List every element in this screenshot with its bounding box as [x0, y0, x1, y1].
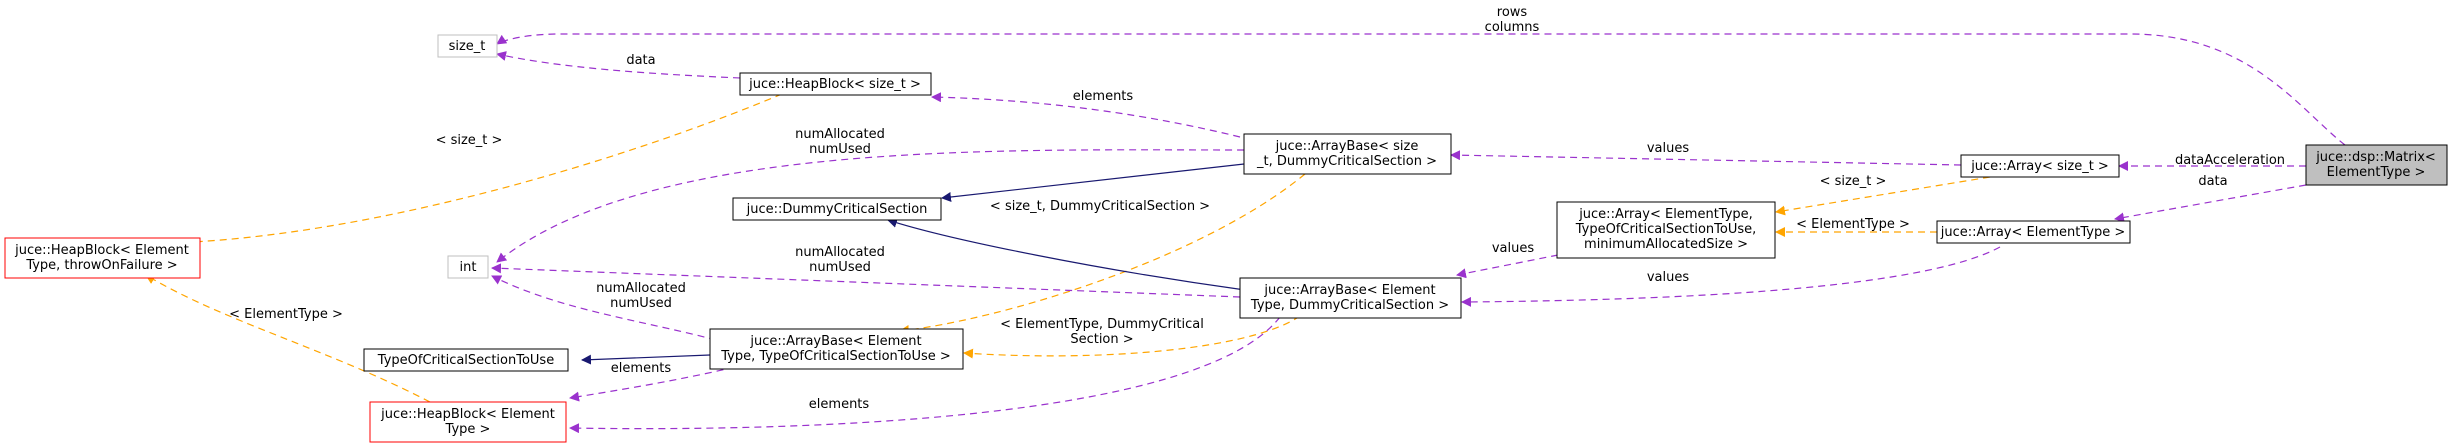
node-array-elementtype[interactable]: juce::Array< ElementType >: [1936, 220, 2131, 244]
label-elements-heapblock-size-t: elements: [1073, 89, 1134, 104]
edge-arraybase-tocs-to-typeofcs: [581, 354, 711, 365]
edge-arraybase-size-t-to-heapblock: [931, 92, 1241, 138]
svg-text:juce::Array< size_t >: juce::Array< size_t >: [1970, 159, 2109, 174]
edge-array-full-to-arraybase: [1456, 254, 1559, 279]
label-data-acceleration: dataAcceleration: [2175, 153, 2285, 168]
edge-template-arraybase-elementtype: [963, 315, 1301, 359]
node-array-elementtype-full[interactable]: juce::Array< ElementType,TypeOfCriticalS…: [1556, 201, 1776, 259]
node-typeofcs[interactable]: TypeOfCriticalSectionToUse: [363, 348, 569, 372]
label-data-heapblock-size-t: data: [626, 53, 655, 68]
label-data-matrix: data: [2198, 174, 2227, 189]
edge-arraybase-element-dummy-to-dummy: [887, 218, 1246, 291]
node-array-size-t[interactable]: juce::Array< size_t >: [1960, 154, 2120, 178]
svg-text:juce::ArrayBase< ElementType,: juce::ArrayBase< ElementType, TypeOfCrit…: [720, 334, 951, 364]
label-template-array-size-t: < size_t >: [1820, 174, 1887, 189]
nodes: juce::dsp::Matrix<ElementType > juce::Ar…: [4, 34, 2448, 443]
svg-text:juce::dsp::Matrix<ElementType: juce::dsp::Matrix<ElementType >: [2315, 150, 2436, 180]
svg-text:juce::ArrayBase< size_t, Dummy: juce::ArrayBase< size_t, DummyCriticalSe…: [1256, 139, 1437, 169]
svg-text:int: int: [460, 260, 477, 275]
edge-heapblock-to-size-t: [496, 51, 741, 79]
edges: [117, 33, 2346, 434]
svg-text:juce::HeapBlock< ElementType >: juce::HeapBlock< ElementType >: [380, 407, 555, 437]
edge-arraybase-tocs-to-heapblock: [569, 366, 736, 402]
svg-text:juce::Array< ElementType >: juce::Array< ElementType >: [1940, 225, 2126, 240]
label-template-heapblock-elementtype: < ElementType >: [229, 307, 343, 322]
svg-text:juce::Array< ElementType,TypeO: juce::Array< ElementType,TypeOfCriticalS…: [1575, 207, 1757, 252]
label-template-heapblock-size-t: < size_t >: [436, 133, 503, 148]
node-int: int: [447, 255, 489, 279]
svg-text:juce::HeapBlock< size_t >: juce::HeapBlock< size_t >: [748, 77, 921, 92]
label-values-array-full: values: [1492, 241, 1535, 256]
edge-arraybase-element-dummy-to-int: [491, 263, 1241, 298]
edge-template-arraybase-size-t: [899, 173, 1306, 335]
label-elements-bottom: elements: [809, 397, 870, 412]
svg-text:size_t: size_t: [449, 39, 486, 54]
svg-text:juce::ArrayBase< ElementType,: juce::ArrayBase< ElementType, DummyCriti…: [1250, 283, 1449, 313]
edge-arraybase-element-dummy-to-heapblock: [569, 316, 1281, 434]
edge-arraybase-size-t-to-dummy: [941, 162, 1254, 202]
node-matrix[interactable]: juce::dsp::Matrix<ElementType >: [2305, 144, 2448, 186]
label-template-array-elementtype: < ElementType >: [1796, 217, 1910, 232]
label-elements-tocs: elements: [611, 361, 672, 376]
node-arraybase-size-t[interactable]: juce::ArrayBase< size_t, DummyCriticalSe…: [1243, 133, 1452, 175]
edge-arraybase-tocs-to-int: [491, 275, 717, 341]
edge-matrix-to-array-elementtype: [2114, 184, 2307, 223]
edge-template-heapblock-elementtype: [145, 274, 431, 403]
svg-text:juce::DummyCriticalSection: juce::DummyCriticalSection: [746, 202, 928, 217]
edge-template-array-size-t: [1775, 176, 1991, 216]
edge-array-size-t-to-arraybase: [1450, 150, 1962, 166]
node-dummy-critical-section[interactable]: juce::DummyCriticalSection: [732, 197, 942, 221]
edge-template-heapblock-size-t: [117, 93, 783, 249]
label-values-array-elementtype: values: [1647, 270, 1690, 285]
edge-arraybase-size-t-to-int: [496, 149, 1245, 263]
edge-array-elementtype-to-arraybase: [1461, 246, 2001, 307]
label-template-arraybase-size-t: < size_t, DummyCriticalSection >: [990, 199, 1210, 214]
label-values-size-t: values: [1647, 141, 1690, 156]
node-heapblock-size-t[interactable]: juce::HeapBlock< size_t >: [739, 72, 932, 96]
svg-text:TypeOfCriticalSectionToUse: TypeOfCriticalSectionToUse: [377, 353, 554, 368]
svg-text:juce::HeapBlock< ElementType,: juce::HeapBlock< ElementType, throwOnFai…: [14, 243, 189, 273]
node-size-t: size_t: [437, 34, 498, 58]
